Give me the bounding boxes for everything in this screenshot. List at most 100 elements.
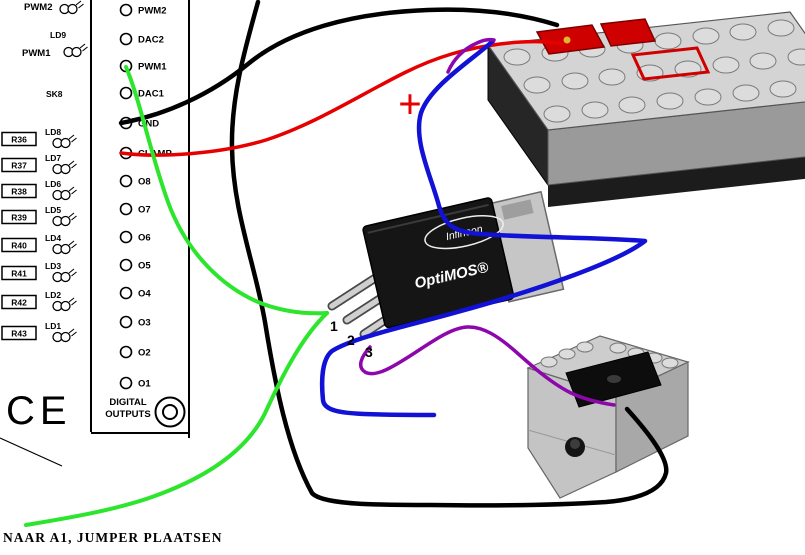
stud bbox=[749, 52, 777, 70]
led-label: LD1 bbox=[45, 321, 61, 331]
led-label: LD7 bbox=[45, 153, 61, 163]
pin-holes bbox=[119, 3, 133, 390]
stud bbox=[767, 19, 795, 37]
pin-hole-dac1 bbox=[119, 86, 133, 100]
stud bbox=[729, 23, 757, 41]
led-icon bbox=[59, 0, 85, 15]
resistor bbox=[1, 183, 37, 199]
stud bbox=[654, 32, 682, 50]
pin-label: PWM1 bbox=[138, 62, 167, 73]
wires bbox=[24, 0, 669, 527]
led-label: LD5 bbox=[45, 205, 61, 215]
wire-black-motor-loop bbox=[229, 0, 669, 508]
stud bbox=[503, 48, 531, 66]
resistor bbox=[1, 325, 37, 341]
stud bbox=[661, 357, 679, 369]
motor-housing-detail bbox=[607, 375, 621, 383]
wire-green-gate-to-a1 bbox=[24, 311, 329, 527]
pin-label: GND bbox=[138, 119, 159, 130]
stud bbox=[561, 72, 589, 90]
resistor bbox=[1, 265, 37, 281]
battery-red-button bbox=[535, 24, 606, 55]
sk8-label: SK8 bbox=[46, 89, 63, 99]
resistor bbox=[1, 294, 37, 310]
stud bbox=[558, 348, 576, 360]
stud bbox=[576, 341, 594, 353]
resistor-label: R38 bbox=[11, 187, 27, 197]
pin-label: O1 bbox=[138, 379, 151, 390]
resistor-label: R42 bbox=[11, 298, 27, 308]
pin-hole-o3 bbox=[119, 315, 133, 329]
motor-studs bbox=[540, 341, 679, 369]
wire-green-pwm1-to-gate bbox=[124, 65, 329, 316]
pin-hole-o1 bbox=[119, 376, 133, 390]
board-corner-edge bbox=[0, 437, 63, 467]
pin-hole-o7 bbox=[119, 202, 133, 216]
led-icon bbox=[63, 43, 89, 58]
wire-purple-battery-tail bbox=[446, 37, 496, 74]
resistor bbox=[1, 209, 37, 225]
led-label: LD6 bbox=[45, 179, 61, 189]
mosfet-tab-notch bbox=[501, 199, 534, 220]
mounting-ring-inner bbox=[162, 404, 178, 420]
mosfet-pin3-label: 3 bbox=[365, 344, 373, 360]
stud bbox=[618, 96, 646, 114]
wire-blue-battery-loop bbox=[319, 38, 648, 418]
pin-hole-pwm2 bbox=[119, 3, 133, 17]
led-label: LD4 bbox=[45, 233, 61, 243]
pin-hole-o4 bbox=[119, 286, 133, 300]
pin-label: O2 bbox=[138, 348, 151, 359]
resistor-label: R39 bbox=[11, 213, 27, 223]
mosfet-pin2-label: 2 bbox=[347, 332, 355, 348]
stud bbox=[732, 84, 760, 102]
pwm2-silkscreen-label: PWM2 bbox=[24, 2, 53, 13]
plus-terminal-mark: + bbox=[398, 82, 422, 128]
stud bbox=[540, 356, 558, 368]
digital-outputs-label: DIGITAL bbox=[109, 397, 146, 408]
pin-hole-dac2 bbox=[119, 32, 133, 46]
digital-outputs-label: OUTPUTS bbox=[105, 409, 150, 420]
pin-hole-o8 bbox=[119, 174, 133, 188]
stud bbox=[694, 88, 722, 106]
pin-hole-o2 bbox=[119, 345, 133, 359]
pin-hole-o5 bbox=[119, 258, 133, 272]
led-label: LD3 bbox=[45, 261, 61, 271]
resistor-label: R40 bbox=[11, 241, 27, 251]
pin-label: DAC2 bbox=[138, 35, 164, 46]
bottom-note: NAAR A1, JUMPER PLAATSEN bbox=[3, 530, 223, 545]
battery-red-button bbox=[599, 18, 657, 47]
stud bbox=[692, 27, 720, 45]
resistor bbox=[1, 157, 37, 173]
stud bbox=[787, 48, 805, 66]
lego-battery-box bbox=[486, 11, 805, 207]
stud bbox=[609, 342, 627, 354]
ld9-label: LD9 bbox=[50, 30, 66, 40]
output-board: PWM2 DAC2 PWM1 DAC1 GND CLAMP O8 O7 O6 O… bbox=[0, 0, 190, 467]
pin-label: O6 bbox=[138, 233, 151, 244]
resistor-label: R41 bbox=[11, 269, 27, 279]
battery-indicator-dot bbox=[563, 36, 571, 44]
pin-label: O3 bbox=[138, 318, 151, 329]
brand-oval bbox=[424, 215, 504, 250]
pwm1-silkscreen-label: PWM1 bbox=[22, 48, 51, 59]
stud bbox=[712, 56, 740, 74]
stud bbox=[523, 76, 551, 94]
stud bbox=[543, 105, 571, 123]
wire-purple-pin3-to-motor bbox=[358, 325, 616, 407]
led-label: LD8 bbox=[45, 127, 61, 137]
pin-label: O5 bbox=[138, 261, 151, 272]
pin-label: O4 bbox=[138, 289, 151, 300]
resistor-rows: R36 LD8 R37 LD7 R38 LD6 R39 LD5 R40 LD4 … bbox=[1, 127, 78, 343]
pin-label: O8 bbox=[138, 177, 151, 188]
mosfet-body-highlight bbox=[367, 203, 489, 234]
pin-label: PWM2 bbox=[138, 6, 167, 17]
ce-mark: CE bbox=[6, 389, 72, 433]
resistor-label: R36 bbox=[11, 135, 27, 145]
stud bbox=[581, 101, 609, 119]
resistor-label: R43 bbox=[11, 329, 27, 339]
stud bbox=[769, 80, 797, 98]
mosfet-pin1-label: 1 bbox=[330, 318, 338, 334]
resistor bbox=[1, 131, 37, 147]
